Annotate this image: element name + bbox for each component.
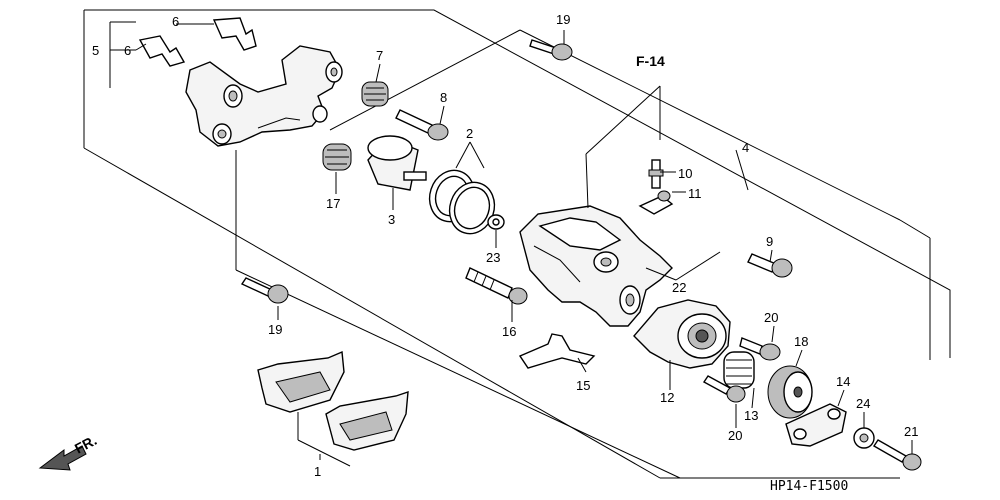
callout-2: 2 — [466, 126, 473, 141]
callout-12: 12 — [660, 390, 674, 405]
spring — [723, 351, 755, 389]
caliper-bracket — [185, 45, 343, 147]
lever — [785, 403, 847, 447]
callout-19-left: 19 — [268, 322, 282, 337]
piston — [367, 135, 427, 191]
bolt-20-lower — [702, 375, 746, 403]
callout-18: 18 — [794, 334, 808, 349]
boot-lower — [322, 143, 352, 171]
callout-5: 5 — [92, 43, 99, 58]
callout-11: 11 — [688, 186, 702, 201]
callout-21: 21 — [904, 424, 918, 439]
slide-pin-upper — [395, 109, 449, 141]
brake-pad-right — [325, 390, 409, 451]
callout-20-upper: 20 — [764, 310, 778, 325]
bolt-left — [240, 277, 289, 304]
bolt-21 — [873, 439, 922, 471]
callout-1: 1 — [314, 464, 321, 479]
callout-19-top: 19 — [556, 12, 570, 27]
dust-washer — [487, 214, 505, 230]
callout-15: 15 — [576, 378, 590, 393]
pad-retainer — [518, 333, 596, 369]
assembly-frame — [83, 9, 951, 479]
leader-lines — [109, 21, 913, 467]
callout-3: 3 — [388, 212, 395, 227]
callout-13: 13 — [744, 408, 758, 423]
callout-10: 10 — [678, 166, 692, 181]
parking-brake-housing — [633, 299, 731, 369]
caliper-body — [519, 205, 673, 327]
brake-pad-left — [257, 350, 345, 413]
front-direction-arrow — [38, 445, 87, 471]
callout-16: 16 — [502, 324, 516, 339]
bolt-9 — [747, 253, 793, 278]
callout-23: 23 — [486, 250, 500, 265]
callout-6-left: 6 — [124, 43, 131, 58]
callout-17: 17 — [326, 196, 340, 211]
boot-upper — [361, 81, 389, 107]
nut — [853, 427, 875, 449]
callout-8: 8 — [440, 90, 447, 105]
callout-6-top: 6 — [172, 14, 179, 29]
adjuster-wheel — [767, 365, 813, 419]
bolt-top — [529, 39, 573, 61]
callout-20-lower: 20 — [728, 428, 742, 443]
piston-seals — [428, 169, 496, 235]
slide-pin-lower — [465, 267, 528, 305]
callout-14: 14 — [836, 374, 850, 389]
reference-label: F-14 — [636, 53, 665, 69]
pad-spring-part — [138, 17, 257, 67]
callout-4: 4 — [742, 140, 749, 155]
bleeder-valve — [648, 159, 664, 189]
bleeder-cap — [638, 190, 674, 215]
callout-9: 9 — [766, 234, 773, 249]
bolt-20-upper — [739, 337, 781, 361]
callout-24: 24 — [856, 396, 870, 411]
diagram-code: HP14-F1500 — [770, 479, 848, 494]
callout-7: 7 — [376, 48, 383, 63]
callout-labels: 5 6 6 7 8 2 17 3 23 19 F-14 10 11 4 9 22… — [72, 12, 919, 494]
callout-22: 22 — [672, 280, 686, 295]
